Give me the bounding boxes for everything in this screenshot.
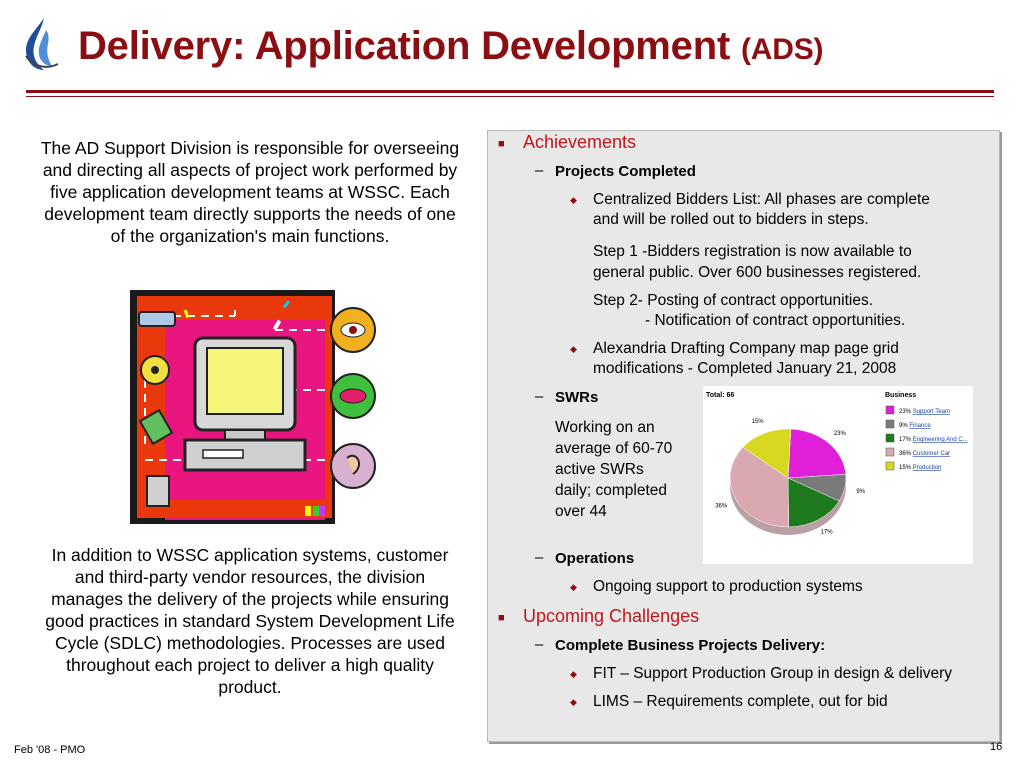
legend-entry[interactable]: 23% Support Team xyxy=(899,409,950,415)
bidders-line-2: and will be rolled out to bidders in ste… xyxy=(593,211,869,228)
pie-value-label: 15% xyxy=(752,419,765,425)
bullet-diamond: ◆ xyxy=(570,582,577,592)
pie-slice-5 xyxy=(742,428,792,479)
bullet-dash: – xyxy=(535,388,544,405)
legend-entry[interactable]: 17% Engineering And C... xyxy=(899,437,968,443)
legend-entry-value: 9% xyxy=(899,423,909,429)
heading-operations: Operations xyxy=(555,550,635,567)
legend-entry-value: 17% xyxy=(899,437,913,443)
heading-achievements: Achievements xyxy=(523,132,637,152)
pie-value-label: 23% xyxy=(834,431,847,437)
bullet-diamond: ◆ xyxy=(570,697,577,707)
lims-line: LIMS – Requirements complete, out for bi… xyxy=(593,693,888,710)
heading-complete-business: Complete Business Projects Delivery: xyxy=(555,637,826,654)
step2-line-2: - Notification of contract opportunities… xyxy=(645,312,906,329)
title-main: Delivery: Application Development xyxy=(78,24,731,68)
legend-swatch xyxy=(885,405,895,415)
computer-clipart xyxy=(130,290,376,524)
step1-line-1: Step 1 -Bidders registration is now avai… xyxy=(593,243,912,260)
pie-slice-1 xyxy=(787,428,847,479)
legend-swatch xyxy=(885,433,895,443)
legend-entry-value: 15% xyxy=(899,465,913,471)
legend-entry-value: 36% xyxy=(899,451,913,457)
bullet-square: ■ xyxy=(498,612,505,624)
heading-upcoming-challenges: Upcoming Challenges xyxy=(523,606,700,626)
intro-paragraph: The AD Support Division is responsible f… xyxy=(40,138,460,246)
legend-entry-value: 23% xyxy=(899,409,913,415)
operations-line-1: Ongoing support to production systems xyxy=(593,578,863,595)
bullet-diamond: ◆ xyxy=(570,195,577,205)
swrs-line-3: active SWRs xyxy=(555,461,644,478)
wssc-logo-icon xyxy=(25,18,59,70)
legend-entry[interactable]: 15% Production xyxy=(899,465,941,471)
bidders-line-1: Centralized Bidders List: All phases are… xyxy=(593,191,930,208)
pie-value-label: 9% xyxy=(856,489,865,495)
page-number: 16 xyxy=(990,741,1003,753)
legend-entry-link[interactable]: Production xyxy=(913,465,942,471)
swrs-line-2: average of 60-70 xyxy=(555,440,673,457)
bullet-dash: – xyxy=(535,636,544,653)
bullet-diamond: ◆ xyxy=(570,344,577,354)
step1-line-2: general public. Over 600 businesses regi… xyxy=(593,264,922,281)
step2-line-1: Step 2- Posting of contract opportunitie… xyxy=(593,292,874,309)
legend-title: Business xyxy=(885,392,916,399)
bullet-diamond: ◆ xyxy=(570,669,577,679)
chart-total-label: Total: 66 xyxy=(706,392,734,399)
legend-entry[interactable]: 36% Customer Car xyxy=(899,451,950,457)
slide-title: Delivery: Application Development (ADS) xyxy=(78,24,824,69)
legend-swatch xyxy=(885,447,895,457)
legend-entry[interactable]: 9% Finance xyxy=(899,423,931,429)
legend-entry-link[interactable]: Customer Car xyxy=(913,451,950,457)
heading-swrs: SWRs xyxy=(555,389,599,406)
legend-swatch xyxy=(885,419,895,429)
swrs-line-4: daily; completed xyxy=(555,482,668,499)
bullet-dash: – xyxy=(535,549,544,566)
fit-line: FIT – Support Production Group in design… xyxy=(593,665,952,682)
legend-entry-link[interactable]: Finance xyxy=(909,423,931,429)
footer-date: Feb '08 - PMO xyxy=(14,744,86,756)
alexandria-line-1: Alexandria Drafting Company map page gri… xyxy=(593,340,899,357)
bullet-dash: – xyxy=(535,162,544,179)
pie-slice-4 xyxy=(729,446,789,528)
legend-swatch xyxy=(885,461,895,471)
legend-entry-link[interactable]: Engineering And C... xyxy=(913,437,968,443)
pie-value-label: 36% xyxy=(715,503,728,509)
swrs-line-5: over 44 xyxy=(555,503,607,520)
title-abbr: (ADS) xyxy=(741,33,824,66)
pie-value-label: 17% xyxy=(821,530,834,536)
pie-slice-3 xyxy=(787,477,840,528)
bullet-square: ■ xyxy=(498,138,505,150)
swrs-line-1: Working on an xyxy=(555,419,655,436)
swr-pie-chart: Total: 66 Business 23% 9% 17% 36% 15% 23% Su… xyxy=(703,386,973,564)
title-rule-thin xyxy=(26,96,994,97)
heading-projects-completed: Projects Completed xyxy=(555,163,696,180)
title-rule xyxy=(26,90,994,93)
legend-entry-link[interactable]: Support Team xyxy=(913,409,950,415)
outro-paragraph: In addition to WSSC application systems,… xyxy=(45,545,455,697)
alexandria-line-2: modifications - Completed January 21, 20… xyxy=(593,360,897,377)
